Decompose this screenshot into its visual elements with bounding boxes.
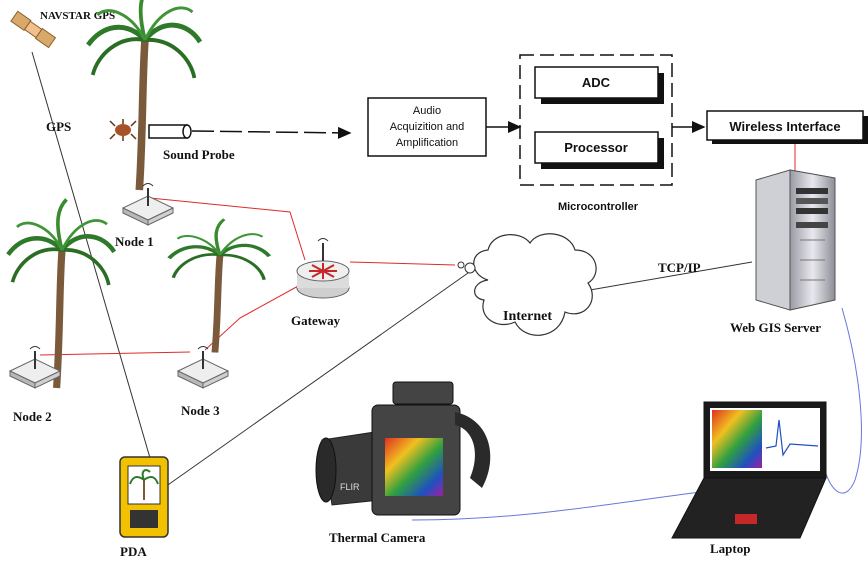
sound-probe-label: Sound Probe — [163, 147, 235, 162]
internet-label: Internet — [503, 309, 552, 324]
gateway-router-icon — [296, 238, 350, 299]
node1-label: Node 1 — [115, 234, 154, 249]
connection-lines — [31, 51, 862, 521]
microcontroller-box: ADC Processor Microcontroller — [519, 54, 673, 213]
audio-box: Audio Acquizition and Amplification — [367, 97, 487, 157]
audio-label-line3: Amplification — [396, 137, 458, 149]
camera-laptop-cable — [411, 491, 701, 521]
server-laptop-cable — [824, 307, 862, 494]
palm-tree-icon — [169, 219, 269, 352]
processor-label: Processor — [564, 140, 628, 155]
internet-server-line — [589, 261, 753, 291]
thermal-camera-icon — [315, 381, 491, 516]
pda-label: PDA — [120, 544, 147, 559]
wireless-interface-box: Wireless Interface — [706, 110, 868, 144]
probe-arrow-line — [191, 126, 352, 139]
adc-label: ADC — [582, 75, 611, 90]
palm-tree-icon — [8, 199, 114, 388]
webgis-label: Web GIS Server — [730, 320, 821, 335]
node1-gateway-link — [149, 197, 306, 261]
gps-link-line — [31, 51, 151, 459]
laptop-icon — [671, 401, 827, 539]
node2-icon — [9, 345, 61, 389]
gateway-internet-link — [349, 261, 456, 266]
pda-icon — [119, 456, 169, 538]
tcpip-label: TCP/IP — [658, 260, 701, 275]
thermal-camera-label: Thermal Camera — [329, 530, 426, 545]
wireless-label: Wireless Interface — [729, 119, 840, 134]
satellite-label: NAVSTAR GPS — [40, 10, 115, 22]
node1-icon — [122, 182, 174, 226]
gps-link-label: GPS — [46, 119, 71, 134]
node2-node3-link — [39, 351, 191, 356]
sound-probe-icon — [148, 124, 192, 139]
camera-brand-label: FLIR — [340, 482, 360, 492]
node2-label: Node 2 — [13, 409, 52, 424]
node3-icon — [177, 345, 229, 389]
node3-label: Node 3 — [181, 403, 220, 418]
insect-icon — [109, 119, 137, 141]
internet-cloud-icon — [457, 233, 597, 336]
server-tower-icon — [755, 169, 836, 311]
pda-internet-line — [164, 272, 469, 488]
microcontroller-label: Microcontroller — [558, 201, 639, 213]
satellite-icon — [10, 10, 57, 49]
audio-label-line2: Acquizition and — [390, 121, 465, 133]
gateway-label: Gateway — [291, 313, 341, 328]
audio-label-line1: Audio — [413, 105, 441, 117]
laptop-label: Laptop — [710, 541, 750, 556]
